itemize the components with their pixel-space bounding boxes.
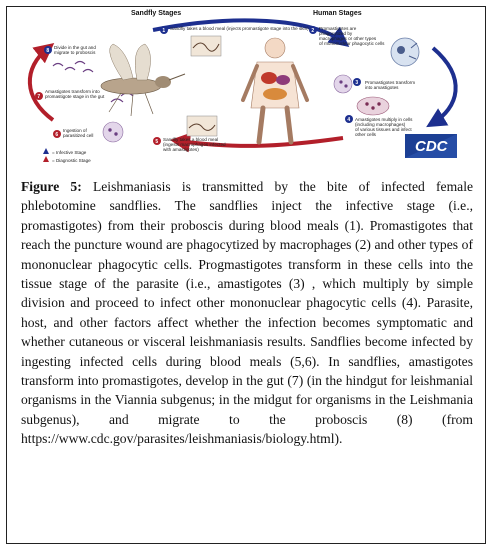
infective-stage-icon bbox=[43, 148, 49, 154]
svg-text:1: 1 bbox=[162, 28, 165, 34]
svg-text:7: 7 bbox=[37, 94, 40, 100]
infected-cell-image bbox=[356, 96, 390, 116]
step-6-marker bbox=[53, 130, 61, 138]
sandfly-illustration bbox=[100, 43, 186, 117]
caption-text: Leishmaniasis is transmitted by the bite… bbox=[21, 179, 473, 447]
svg-text:4: 4 bbox=[347, 117, 350, 123]
step-4-marker bbox=[345, 115, 353, 123]
svg-text:2: 2 bbox=[311, 28, 314, 34]
step-8-marker bbox=[44, 46, 52, 54]
step-3-marker bbox=[353, 78, 361, 86]
skin-biopsy-image-bottom bbox=[186, 115, 218, 137]
step-1-label: Sandfly takes a blood meal (injects prom… bbox=[170, 26, 309, 31]
figure-frame: Sandfly Stages Human Stages 1 Sandfly ta… bbox=[6, 6, 486, 544]
svg-text:3: 3 bbox=[355, 80, 358, 86]
cycle-arrow-top bbox=[152, 18, 350, 47]
caption-label: Figure 5: bbox=[21, 179, 82, 194]
step-7-marker bbox=[35, 92, 43, 100]
figure-caption: Figure 5: Leishmaniasis is transmitted b… bbox=[21, 177, 473, 449]
step-2-marker bbox=[309, 26, 317, 34]
step-3-label: Promastigotes transform into amastigotes bbox=[365, 80, 416, 90]
legend: = Infective Stage = Diagnostic Stage bbox=[43, 148, 91, 163]
lifecycle-diagram: Sandfly Stages Human Stages 1 Sandfly ta… bbox=[13, 8, 479, 174]
diagnostic-stage-icon bbox=[43, 156, 49, 162]
step-4-label: Amastigotes multiply in cells (including… bbox=[355, 117, 414, 137]
svg-text:8: 8 bbox=[46, 48, 49, 54]
step-5-marker bbox=[153, 137, 161, 145]
promastigote-image-divide bbox=[52, 60, 94, 73]
human-figure bbox=[241, 37, 309, 145]
cycle-arrow-left bbox=[27, 42, 55, 122]
legend-diagnostic-label: = Diagnostic Stage bbox=[52, 158, 91, 163]
step-1-marker bbox=[160, 26, 168, 34]
svg-text:6: 6 bbox=[55, 132, 58, 138]
lifecycle-svg: Sandfly Stages Human Stages 1 Sandfly ta… bbox=[27, 10, 458, 163]
sandfly-stages-heading: Sandfly Stages bbox=[131, 10, 181, 17]
human-stages-heading: Human Stages bbox=[313, 10, 362, 17]
svg-text:5: 5 bbox=[155, 139, 158, 145]
cdc-logo-text: CDC bbox=[415, 138, 449, 155]
step-7-label: Amastigotes transform into promastigote … bbox=[45, 89, 105, 99]
legend-infective-label: = Infective Stage bbox=[52, 150, 87, 155]
cycle-arrow-right bbox=[426, 46, 458, 128]
step-5-label: Sandfly takes a blood meal (ingests macr… bbox=[163, 137, 227, 152]
parasitized-cell-image bbox=[102, 121, 124, 143]
macrophage-image bbox=[390, 37, 420, 67]
cdc-logo: CDC bbox=[405, 134, 457, 158]
step-8-label: Divide in the gut and migrate to probosc… bbox=[54, 45, 97, 55]
step-6-label: Ingestion of parasitized cell bbox=[63, 128, 93, 138]
step-2-label: Promastigotes are phagocytized by macrop… bbox=[319, 26, 385, 46]
cycle-arrow-bottom bbox=[170, 132, 344, 153]
